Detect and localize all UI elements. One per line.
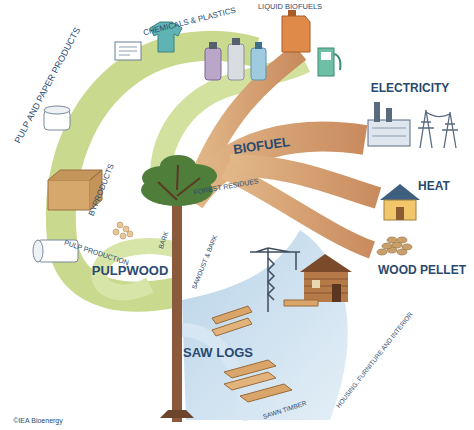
pylon-icons (418, 110, 458, 148)
bottle-icons (205, 38, 266, 80)
paper-icons (33, 22, 182, 262)
flow-label: SAWDUST & BARK (191, 234, 219, 290)
tree-crown (141, 155, 217, 206)
copyright-note: ©IEA Bioenergy (13, 417, 63, 424)
log-house-icon (300, 254, 352, 302)
product-heading: WOOD PELLET (378, 264, 466, 276)
tree-stump (160, 410, 194, 418)
flow-heading: PULPWOOD (92, 264, 169, 277)
product-heading: ELECTRICITY (371, 82, 450, 94)
product-heading: HEAT (418, 180, 450, 192)
house-icon (380, 184, 420, 220)
flow-heading: SAW LOGS (183, 346, 253, 359)
power-plant-icon (368, 102, 410, 146)
fuel-icons (282, 10, 340, 76)
tree-trunk (172, 190, 182, 422)
pellet-pile (377, 237, 412, 255)
flow-label: LIQUID BIOFUELS (258, 3, 322, 11)
